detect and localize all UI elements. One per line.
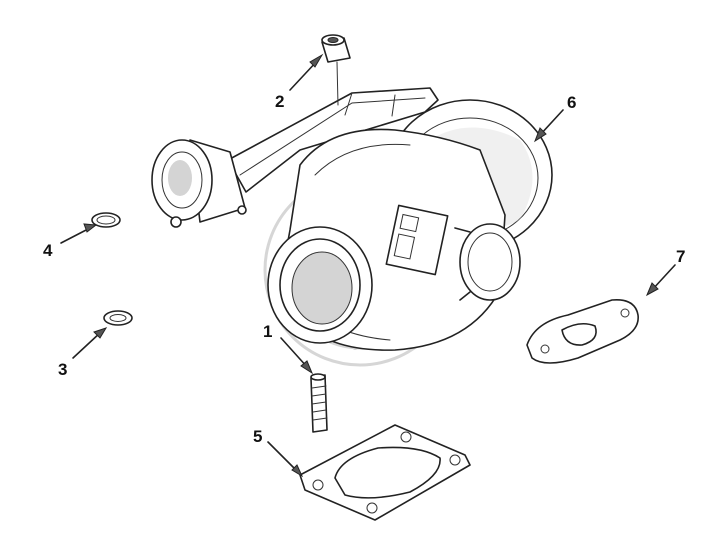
callout-2-label: 2	[275, 92, 284, 111]
wastegate-actuator	[151, 139, 247, 228]
callout-5-label: 5	[253, 427, 262, 446]
part-1-stud	[310, 373, 328, 433]
part-2-fitting	[321, 34, 351, 106]
callout-6-label: 6	[567, 93, 576, 112]
callout-labels: 1 2 3 4 5 6 7	[43, 92, 685, 446]
part-5-gasket	[299, 424, 471, 521]
part-4-o-ring	[91, 212, 121, 228]
leader-arrows	[60, 53, 676, 478]
callout-1-label: 1	[263, 322, 272, 341]
callout-3-label: 3	[58, 360, 67, 379]
callout-7-label: 7	[676, 247, 685, 266]
part-7-gasket	[526, 298, 639, 364]
callout-4-label: 4	[43, 241, 53, 260]
turbocharger-body	[227, 87, 553, 351]
part-3-washer	[103, 310, 133, 326]
